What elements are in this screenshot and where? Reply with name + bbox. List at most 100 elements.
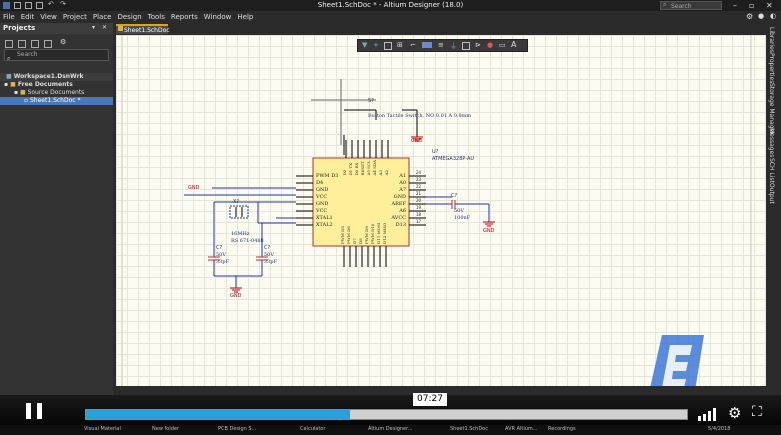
properties-tab[interactable]: Properties xyxy=(768,53,775,84)
part-icon[interactable] xyxy=(462,42,470,50)
search-input[interactable]: Search xyxy=(660,1,722,10)
taskbar-item[interactable]: AVR Altium... xyxy=(505,426,538,432)
tree-file[interactable]: ▫ Sheet1.SchDoc * xyxy=(0,97,113,105)
add-icon[interactable]: + xyxy=(373,41,379,49)
menu-project[interactable]: Project xyxy=(62,13,87,21)
menu-bar: File Edit View Project Place Design Tools Repor… xyxy=(0,11,781,23)
app-icon xyxy=(3,2,10,9)
menu-design[interactable]: Design xyxy=(117,13,142,21)
panel-title: Projects xyxy=(0,23,113,34)
taskbar-item[interactable]: PCB Design S... xyxy=(218,426,257,432)
directive-icon[interactable]: ● xyxy=(487,41,494,49)
storage-manager-tab[interactable]: Storage Manager xyxy=(768,83,775,135)
tree-workspace[interactable]: ■ Workspace1.DsnWrk xyxy=(0,73,113,81)
wire-icon[interactable]: ⌐ xyxy=(410,41,416,49)
tab-sheet1[interactable]: Sheet1.SchDoc * xyxy=(116,24,170,44)
panel-menu-icon[interactable]: ▾ xyxy=(92,24,96,31)
project-icon[interactable] xyxy=(5,40,13,48)
projects-search-input[interactable]: Search xyxy=(4,49,109,61)
menu-view[interactable]: View xyxy=(40,13,57,21)
menu-edit[interactable]: Edit xyxy=(20,13,35,21)
messages-tab[interactable]: Messages xyxy=(768,128,775,158)
text-icon[interactable]: A xyxy=(511,40,517,49)
gnd-label-2: GND xyxy=(230,293,242,299)
pause-bar-1 xyxy=(26,403,31,419)
progress-track[interactable] xyxy=(85,409,688,420)
ic-right-pins xyxy=(409,175,426,226)
cap-aref-voltage: 50V xyxy=(454,208,464,214)
libraries-tab[interactable]: Libraries xyxy=(768,27,775,53)
output-tab[interactable]: Output xyxy=(768,183,775,204)
tree-folder[interactable]: ▪ ■ Source Documents xyxy=(14,89,85,96)
cap-left-voltage: 50V xyxy=(216,252,226,258)
settings-icon[interactable]: ⚙ xyxy=(60,38,67,46)
gear-icon[interactable]: ⚙ xyxy=(746,12,754,21)
schematic-canvas[interactable]: ▼ + ⊞ ⌐ ≡ ⏚ ⊳ ● ▭ A xyxy=(116,35,766,386)
power-port-icon[interactable]: ⏚ xyxy=(450,42,457,50)
close-icon[interactable]: ✕ xyxy=(102,24,108,31)
shape-icon[interactable]: ▭ xyxy=(499,41,506,49)
select-icon[interactable] xyxy=(384,42,392,50)
open-icon[interactable] xyxy=(25,2,32,9)
filter-icon[interactable]: ▼ xyxy=(362,41,368,49)
maximize-button[interactable]: ▫ xyxy=(749,1,755,10)
ic-top-pins xyxy=(345,140,389,158)
taskbar-item[interactable]: Altium Designer... xyxy=(368,426,413,432)
crystal-value: 16MHz xyxy=(231,231,250,237)
save-icon[interactable] xyxy=(36,2,43,9)
new-icon[interactable] xyxy=(14,2,21,9)
menu-place[interactable]: Place xyxy=(92,13,112,21)
title-bar: ↶ ↷ Sheet1.SchDoc * - Altium Designer (1… xyxy=(0,0,781,11)
gnd-port-label: GND xyxy=(188,185,200,191)
folder-icon[interactable] xyxy=(31,40,39,48)
ic-part: ATMEGA328P-AU xyxy=(432,156,475,162)
menu-file[interactable]: File xyxy=(3,13,15,21)
document-icon[interactable] xyxy=(18,40,26,48)
tree-project[interactable]: ▪ ■ Free Documents xyxy=(4,81,73,88)
taskbar-item[interactable]: Sheet1.SchDoc xyxy=(450,426,488,432)
undo-icon[interactable]: ↶ xyxy=(48,0,54,8)
cap-aref-designator: C? xyxy=(451,193,458,199)
menu-reports[interactable]: Reports xyxy=(170,13,198,21)
crystal-part: RS 671-0488 xyxy=(231,238,264,244)
cap-right-value: 33pF xyxy=(264,259,278,265)
taskbar-item[interactable]: New folder xyxy=(152,426,180,432)
align-icon[interactable]: ⊞ xyxy=(397,41,403,49)
projects-panel: Projects ▾ ✕ ⚙ Search ⌕ ■ Workspace1.Dsn… xyxy=(0,23,113,395)
taskbar-date: 5/4/2018 xyxy=(708,426,731,432)
save-all-icon[interactable] xyxy=(44,40,52,48)
fullscreen-icon[interactable]: ⛶ xyxy=(752,404,762,420)
sch-list-tab[interactable]: SCH List xyxy=(768,158,775,183)
search-icon: ⌕ xyxy=(7,55,11,62)
menu-tools[interactable]: Tools xyxy=(147,13,165,21)
taskbar-item[interactable]: Visual Material xyxy=(84,426,121,432)
switch-designator: S? xyxy=(368,98,374,104)
taskbar-item[interactable]: Calculator xyxy=(300,426,326,432)
menu-help[interactable]: Help xyxy=(237,13,254,21)
taskbar-item[interactable]: Recordings xyxy=(548,426,576,432)
volume-icon[interactable] xyxy=(698,407,720,421)
port-icon[interactable]: ⊳ xyxy=(475,41,481,49)
crystal-symbol xyxy=(229,205,249,219)
user-icon[interactable]: ◐ xyxy=(770,12,777,20)
ic-designator: U? xyxy=(432,149,439,155)
settings-gear-icon[interactable]: ⚙ xyxy=(728,404,742,422)
pause-button[interactable] xyxy=(20,400,48,422)
cap-aref-value: 100nF xyxy=(454,215,471,221)
cap-right-voltage: 50V xyxy=(264,252,274,258)
progress-fill xyxy=(86,410,351,419)
menu-window[interactable]: Window xyxy=(203,13,232,21)
window-title: Sheet1.SchDoc * - Altium Designer (18.0) xyxy=(317,1,464,9)
panel-toolbar: ⚙ xyxy=(0,34,113,48)
redo-icon[interactable]: ↷ xyxy=(60,0,66,8)
schematic-doc-icon xyxy=(118,26,123,31)
right-panel-strip: Libraries Properties Storage Manager Mes… xyxy=(766,23,781,395)
bus-icon[interactable] xyxy=(422,42,432,48)
net-label-icon[interactable]: ≡ xyxy=(438,41,444,49)
close-button[interactable]: ✕ xyxy=(766,1,773,10)
minimize-button[interactable]: – xyxy=(733,1,737,10)
notification-icon[interactable]: ● xyxy=(758,12,765,20)
